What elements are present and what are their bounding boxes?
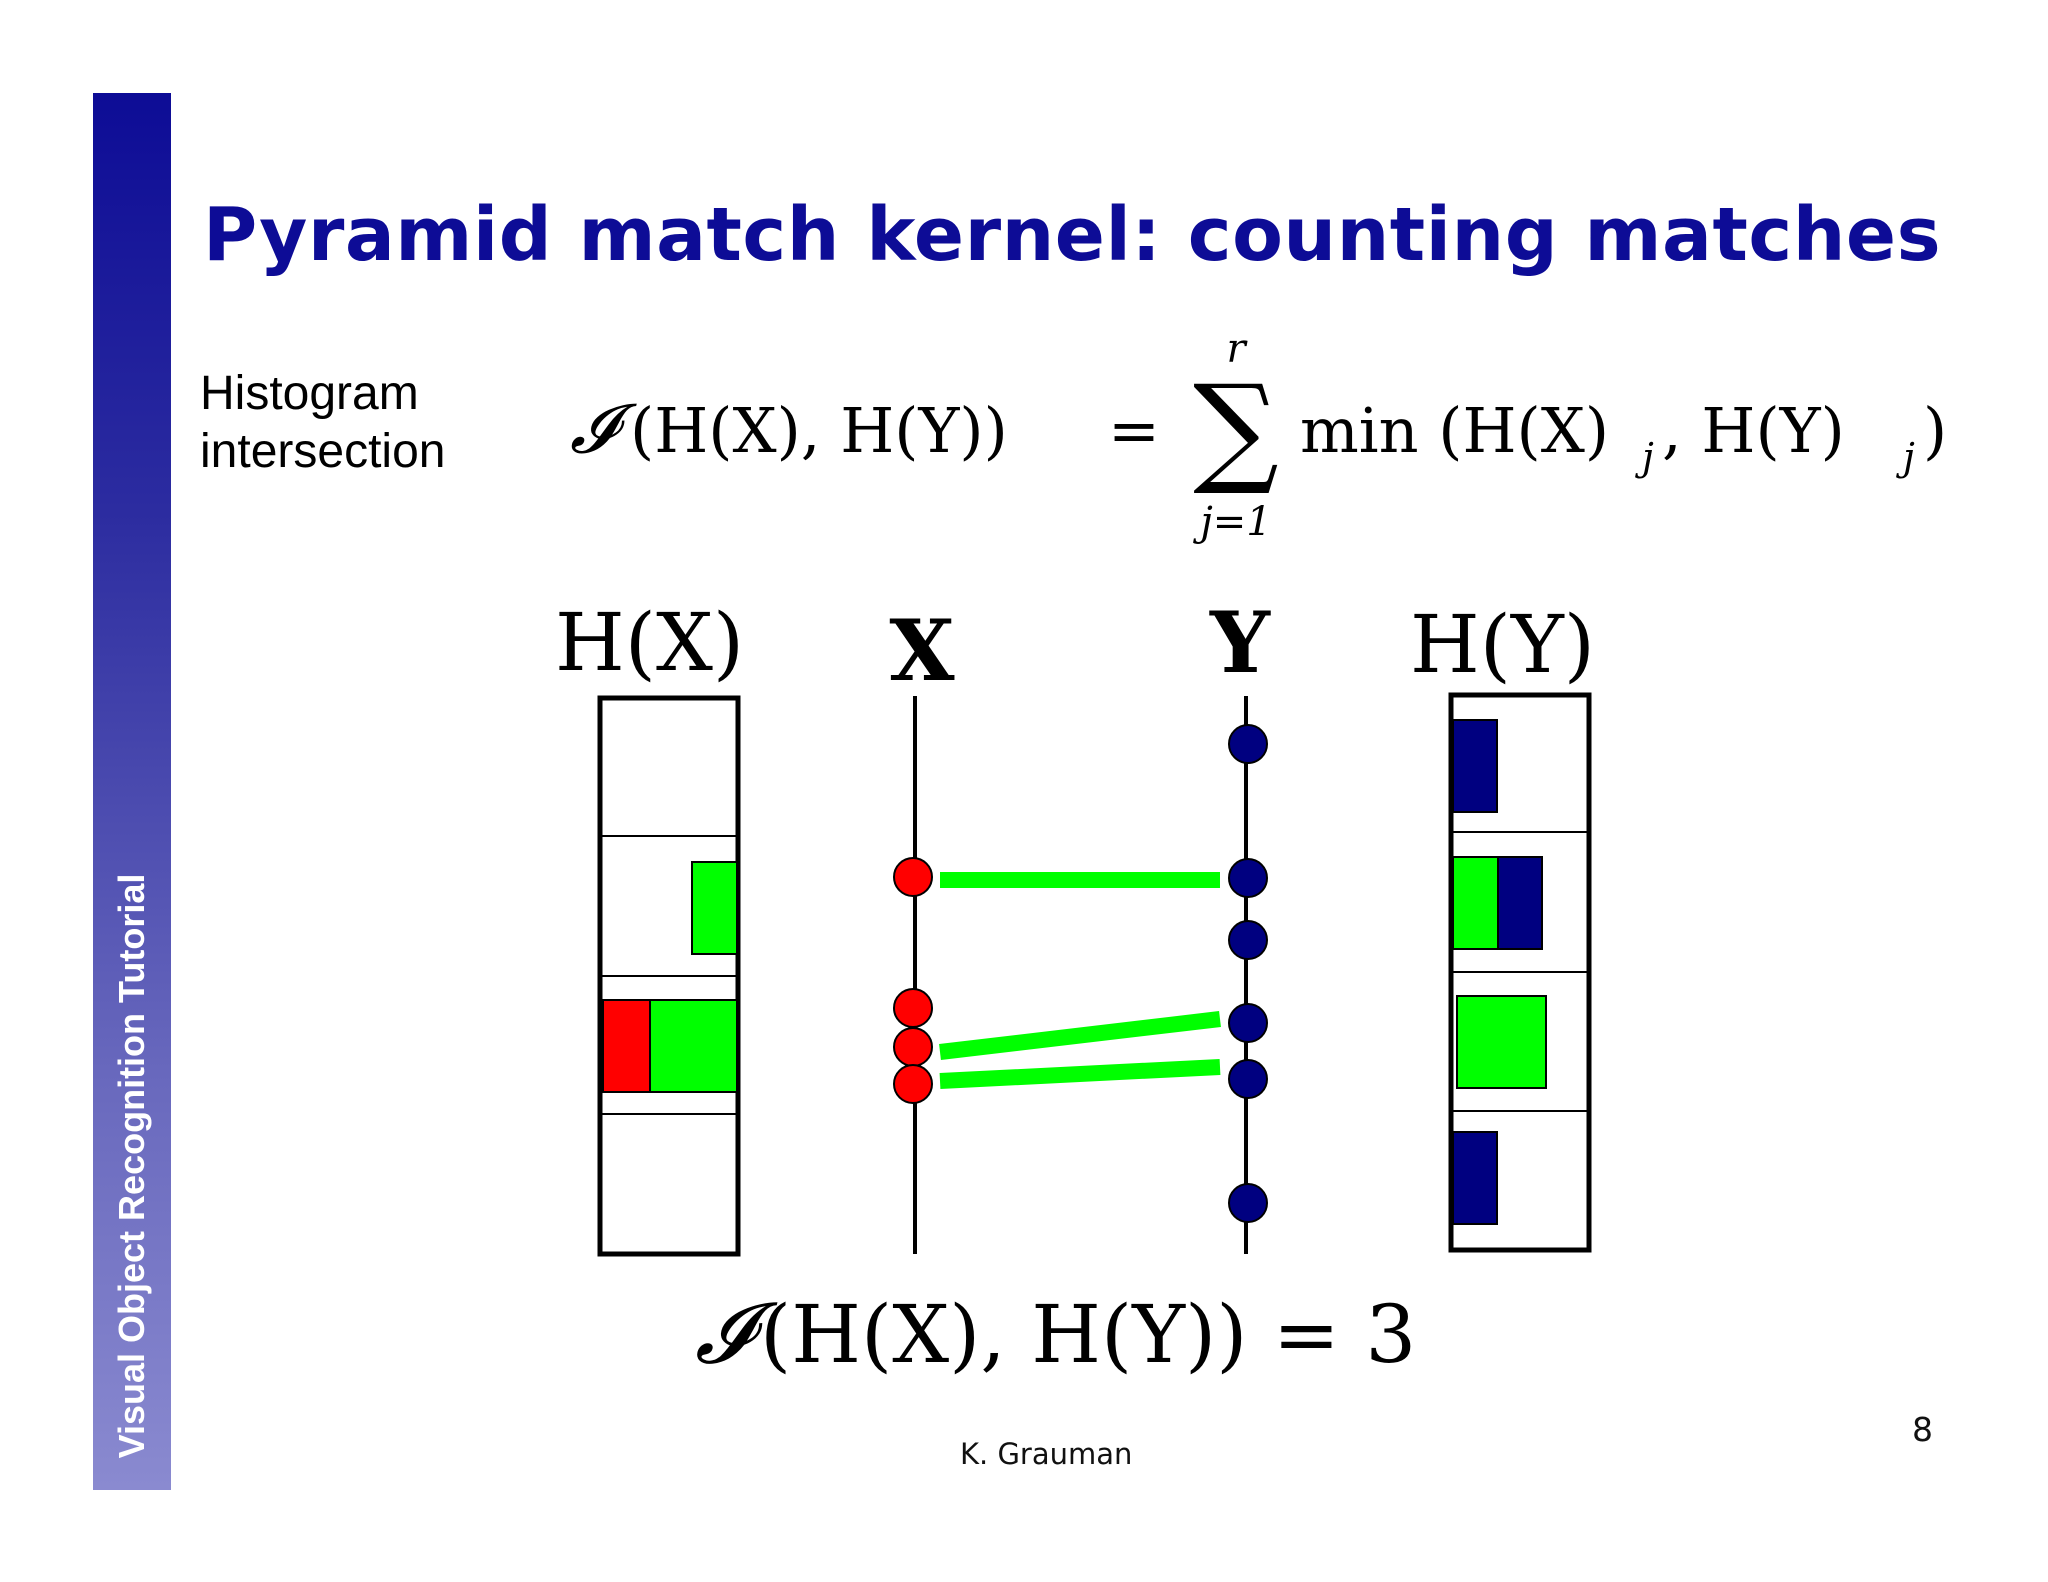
hx-bar-green (691, 861, 738, 955)
intersection-formula: 𝓘 (H(X), H(Y)) = r ∑ j=1 min (H(X) j , H… (570, 326, 1947, 545)
formula-I-symbol: 𝓘 (570, 390, 637, 469)
match-lines (939, 872, 1221, 1089)
hy-bar-green (1452, 856, 1499, 950)
match-line (939, 1059, 1221, 1089)
x-point (893, 1027, 933, 1067)
result-expression: (H(X), H(Y)) = 3 (760, 1288, 1416, 1381)
page-number: 8 (1912, 1410, 1933, 1449)
hx-bar-green (649, 999, 738, 1093)
y-point (1228, 1059, 1268, 1099)
formula-lhs-args: (H(X), H(Y)) (630, 394, 1008, 467)
slide-title: Pyramid match kernel: counting matches (203, 192, 1942, 278)
formula-close-paren: ) (1923, 394, 1947, 467)
result-formula: 𝓘 (H(X), H(Y)) = 3 (695, 1284, 1416, 1382)
histogram-intersection-label: Histogram intersection (200, 365, 445, 481)
label-x: X (889, 601, 955, 700)
column-labels: H(X) X Y H(Y) (555, 593, 1595, 700)
formula-rhs-part2: , H(Y) (1662, 394, 1845, 467)
label-y: Y (1209, 593, 1271, 692)
formula-equals: = (1108, 394, 1160, 467)
formula-rhs-part1: min (H(X) (1300, 394, 1609, 467)
hy-bar-navy (1452, 719, 1498, 813)
y-axis (1228, 696, 1268, 1254)
y-point (1228, 1183, 1268, 1223)
sum-lower-limit: j=1 (1192, 499, 1271, 545)
label-line-2: intersection (200, 425, 446, 478)
label-line-1: Histogram (200, 367, 419, 420)
hy-bar-navy (1497, 856, 1543, 950)
label-hx: H(X) (555, 596, 744, 689)
y-point (1228, 858, 1268, 898)
x-axis (893, 696, 933, 1254)
sum-upper-limit: r (1226, 326, 1248, 372)
hy-bar-navy (1452, 1131, 1498, 1225)
formula-subscript-1: j (1635, 435, 1654, 479)
hx-bar-red (602, 999, 651, 1093)
hy-bar-green (1456, 995, 1547, 1089)
label-hy: H(Y) (1410, 598, 1595, 691)
x-point (893, 1064, 933, 1104)
formula-subscript-2: j (1896, 435, 1915, 479)
x-point (893, 857, 933, 897)
sidebar-band: Visual Object Recognition Tutorial (93, 93, 171, 1490)
histogram-hx (597, 695, 741, 1257)
match-line (939, 1011, 1221, 1060)
histogram-hy (1448, 692, 1592, 1253)
sum-symbol: ∑ (1193, 360, 1279, 499)
y-point (1228, 724, 1268, 764)
y-point (1228, 920, 1268, 960)
y-point (1228, 1003, 1268, 1043)
x-point (893, 988, 933, 1028)
author-credit: K. Grauman (960, 1437, 1133, 1471)
